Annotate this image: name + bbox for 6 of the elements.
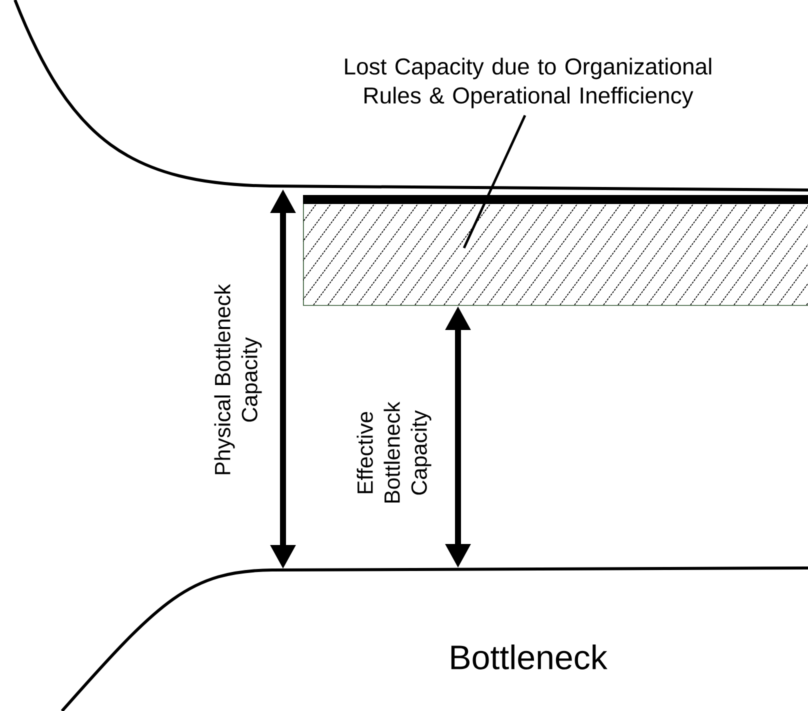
callout-text: Lost Capacity due to Organizational Rules & Operational Inefficiency [345, 58, 712, 108]
leader-line [462, 114, 526, 248]
hatched-area [303, 194, 808, 306]
dimension-label: Physical Bottleneck Capacity [214, 284, 262, 474]
channel-label: Bottleneck [451, 644, 608, 670]
dimension-label: Effective Bottleneck Capacity [356, 402, 432, 503]
